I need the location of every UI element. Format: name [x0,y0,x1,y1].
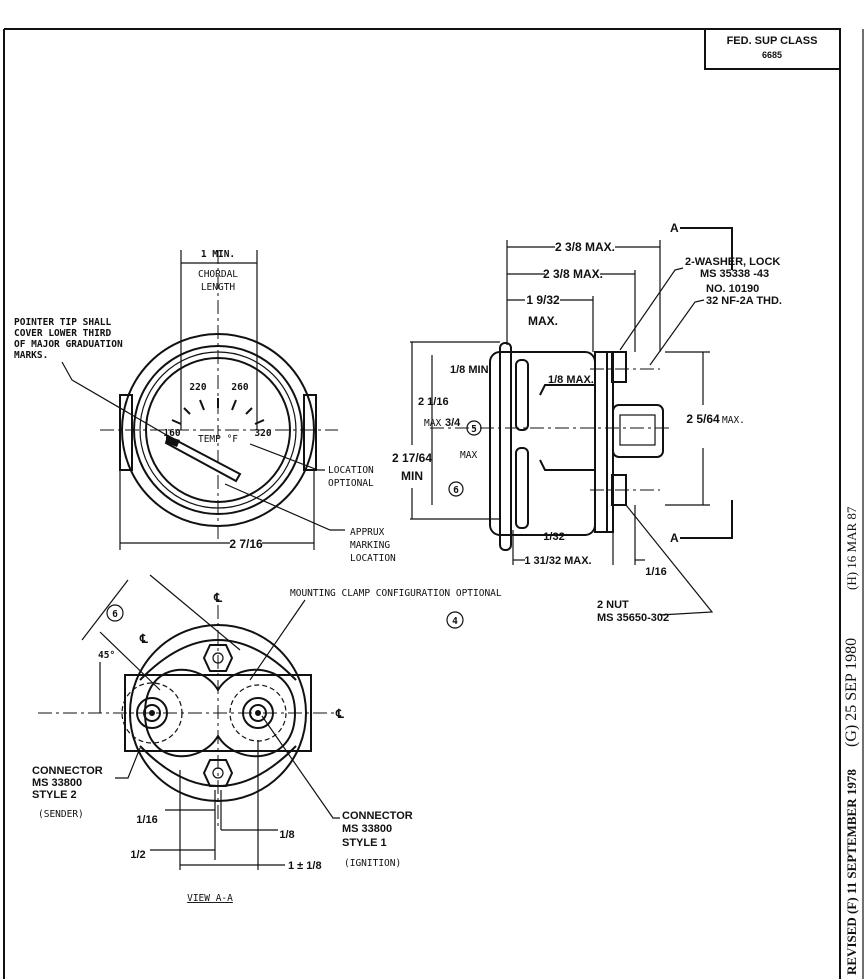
chordal-label-1: CHORDAL [198,269,238,280]
nut-label-1: 2 NUT [597,599,629,611]
dim-min-2: MIN [401,469,423,483]
thread-label-1: NO. 10190 [706,283,759,295]
centerline-symbol-angled: ℄ [139,632,148,646]
dim-3-4-max: MAX [460,450,477,461]
note-6-marker-aa: 6 [112,609,118,620]
left-connector-4: (SENDER) [38,809,84,820]
section-mark-bottom: A [670,531,679,545]
view-aa-title: VIEW A-A [187,893,233,904]
right-connector-3: STYLE 1 [342,837,387,849]
dim-height-1: 2 1/16 [418,396,449,408]
title-block: FED. SUP CLASS 6685 [704,28,841,70]
gauge-front-view: 1 MIN. CHORDAL LENGTH 160 220 260 320 TE… [14,249,396,564]
dim-body-1: 1 9/32 [526,293,560,307]
mounting-clamp-note: MOUNTING CLAMP CONFIGURATION OPTIONAL [290,588,502,599]
marking-note-1: APPRUX [350,527,385,538]
fed-sup-class-number: 6685 [762,50,782,60]
section-mark-top: A [670,221,679,235]
scale-160: 160 [163,428,180,439]
note-6-marker: 6 [453,485,459,496]
revision-g: (G) 25 SEP 1980 [843,638,860,747]
dial-graduations [171,398,265,425]
nut-label-2: MS 35650-302 [597,612,669,624]
right-connector-2: MS 33800 [342,823,392,835]
left-connector-1: CONNECTOR [32,765,103,777]
marking-note-2: MARKING [350,540,390,551]
revision-strip: REVISED (F) 11 SEPTEMBER 1978 (G) 25 SEP… [843,506,860,975]
note-5-marker: 5 [471,424,477,435]
scale-320: 320 [254,428,271,439]
dim-right-2: MAX. [722,415,745,426]
note-4-marker: 4 [452,616,458,627]
location-note-2: OPTIONAL [328,478,374,489]
dim-body-2: MAX. [528,314,558,328]
revision-f: REVISED (F) 11 SEPTEMBER 1978 [844,769,859,975]
washer-label-1: 2-WASHER, LOCK [685,256,780,268]
dim-right-1: 2 5/64 [686,412,720,426]
pointer-note-2: COVER LOWER THIRD [14,328,112,339]
thread-label-2: 32 NF-2A THD. [706,295,782,307]
scale-220: 220 [189,382,206,393]
dim-1-pm-aa: 1 ± 1/8 [288,860,322,872]
dim-flange-min: 1/8 MIN. [450,364,492,376]
dim-3-4: 3/4 [445,417,461,429]
left-connector-2: MS 33800 [32,777,82,789]
centerline-symbol-right: ℄ [335,707,344,721]
dim-flange-max: 1/8 MAX. [548,374,594,386]
revision-h: (H) 16 MAR 87 [844,506,859,590]
scale-260: 260 [231,382,248,393]
dim-bottom: 1 31/32 MAX. [524,555,591,567]
chordal-label-2: LENGTH [201,282,236,293]
dim-mid: 2 3/8 MAX. [543,267,603,281]
pointer-note-3: OF MAJOR GRADUATION [14,339,123,350]
drawing-frame [3,28,864,979]
pointer-note-1: POINTER TIP SHALL [14,317,112,328]
angle-45: 45° [98,650,115,661]
left-connector-3: STYLE 2 [32,789,77,801]
right-connector-1: CONNECTOR [342,810,413,822]
chordal-dimension: 1 MIN. [201,249,235,260]
pointer-note-4: MARKS. [14,350,48,361]
centerline-symbol-top: ℄ [213,591,222,605]
dim-1-2-aa: 1/2 [130,849,145,861]
location-note-1: LOCATION [328,465,374,476]
dim-1-8-aa: 1/8 [279,829,294,841]
gauge-side-view: 2 3/8 MAX. 2 3/8 MAX. 1 9/32 MAX. 2 17/6… [392,221,782,624]
dim-min-1: 2 17/64 [392,451,432,465]
dim-height-2: MAX [424,418,441,429]
dial-label: TEMP °F [198,434,238,445]
washer-label-2: MS 35338 -43 [700,268,769,280]
dim-1-32: 1/32 [543,531,564,543]
dim-1-16: 1/16 [645,566,666,578]
fed-sup-class-label: FED. SUP CLASS [727,35,818,47]
dim-overall: 2 3/8 MAX. [555,240,615,254]
dim-1-16-aa: 1/16 [136,814,157,826]
width-dimension: 2 7/16 [229,537,263,551]
right-connector-4: (IGNITION) [344,858,401,869]
marking-note-3: LOCATION [350,553,396,564]
view-a-a: ℄ ℄ ℄ 6 45° CONNECTOR MS 33800 STYLE 2 (… [32,574,413,904]
